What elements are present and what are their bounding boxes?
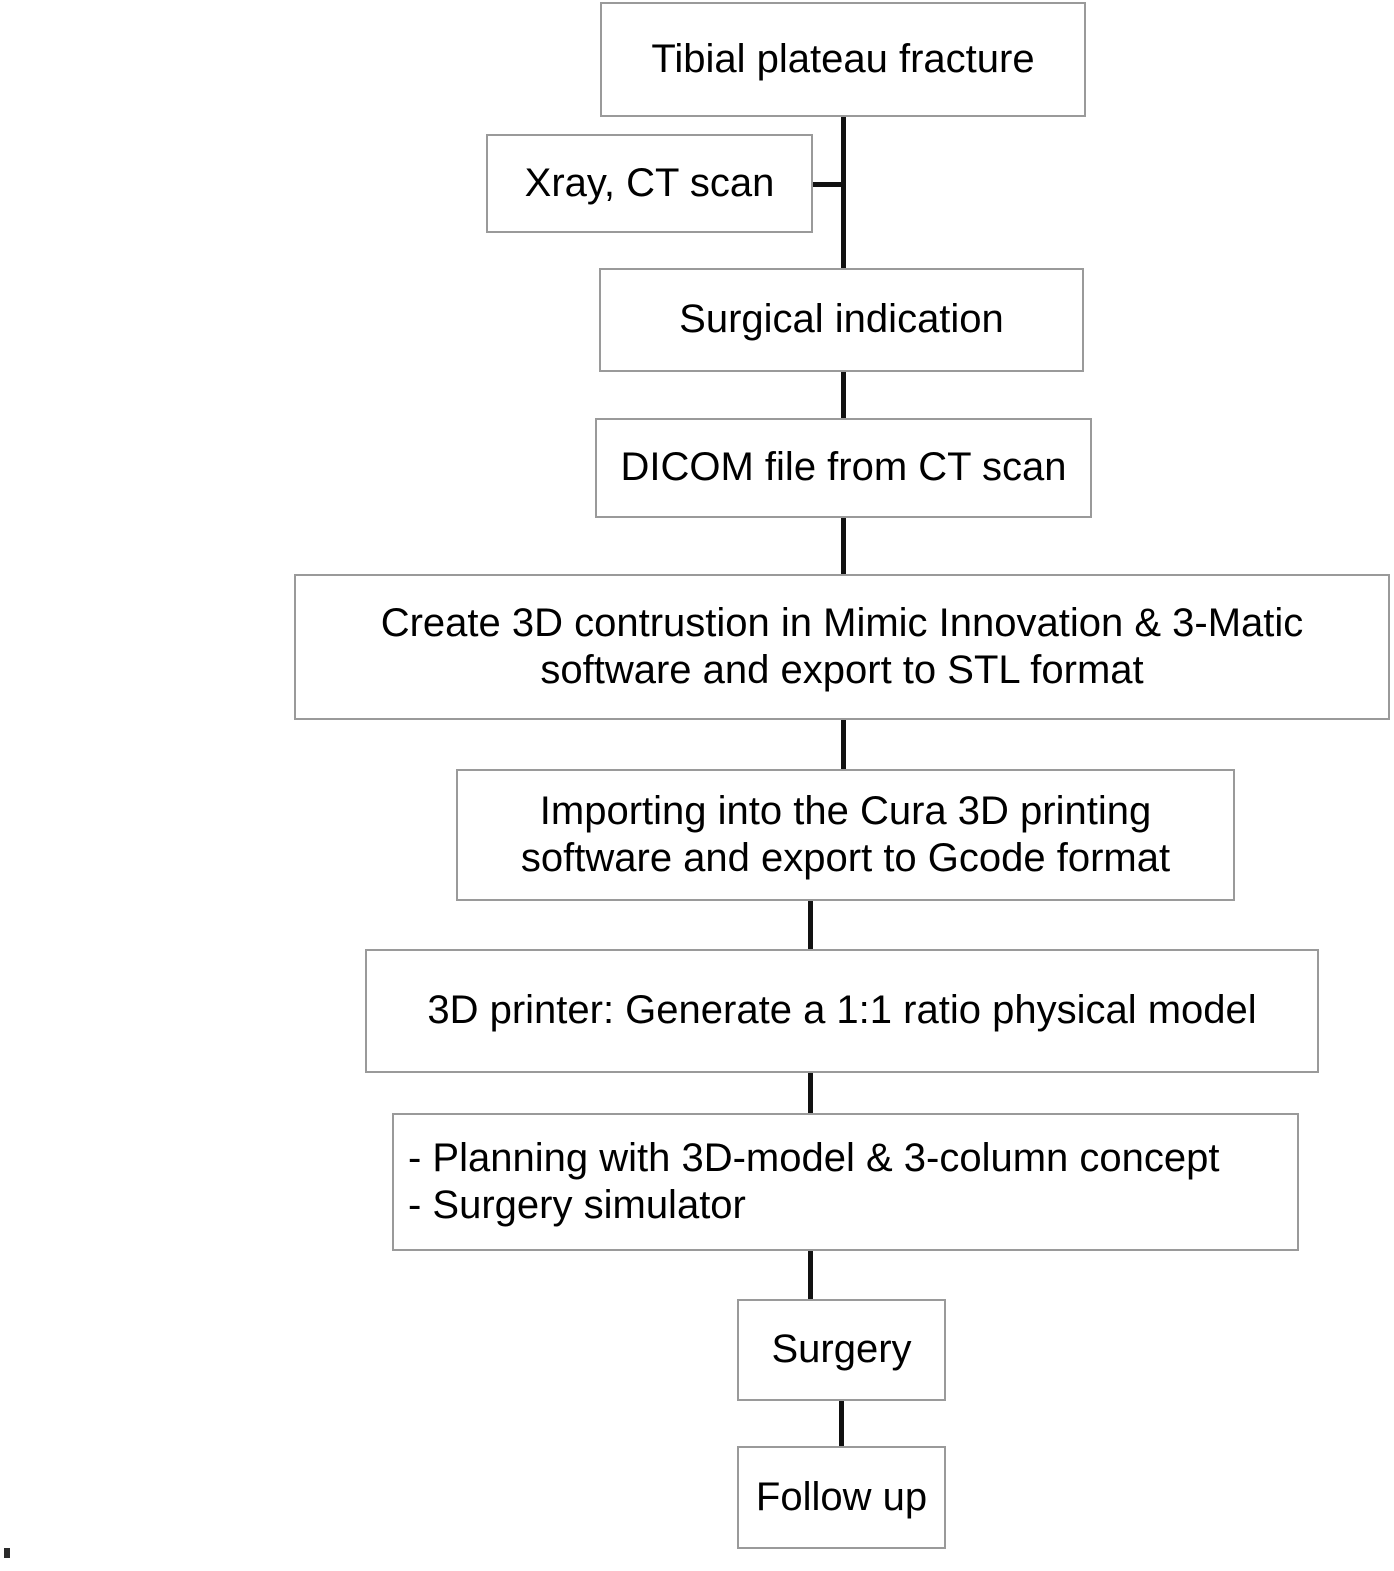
node-surgery: Surgery	[737, 1299, 946, 1401]
node-label: Follow up	[755, 1474, 928, 1519]
node-label: Surgical indication	[679, 297, 1004, 342]
connector-surgery-to-followup	[839, 1400, 844, 1448]
node-label: 3D printer: Generate a 1:1 ratio physica…	[427, 988, 1257, 1033]
connector-indication-to-dicom	[841, 371, 846, 420]
node-label: Surgery	[771, 1327, 912, 1372]
connector-cura-to-printer	[808, 900, 813, 951]
connector-planning-to-surgery	[808, 1250, 813, 1301]
node-follow-up: Follow up	[737, 1446, 946, 1549]
node-label: Importing into the Cura 3D printing soft…	[520, 788, 1171, 880]
connector-tibial-to-indication	[841, 116, 846, 269]
node-create-3d-construction: Create 3D contrustion in Mimic Innovatio…	[294, 574, 1390, 720]
connector-printer-to-planning	[808, 1072, 813, 1115]
node-planning-and-simulation: - Planning with 3D-model & 3-column conc…	[392, 1113, 1299, 1251]
node-3d-printer-physical-model: 3D printer: Generate a 1:1 ratio physica…	[365, 949, 1319, 1073]
node-label: Tibial plateau fracture	[651, 36, 1035, 81]
connector-xray-to-trunk	[811, 182, 844, 187]
node-import-into-cura: Importing into the Cura 3D printing soft…	[456, 769, 1235, 901]
node-tibial-plateau-fracture: Tibial plateau fracture	[600, 2, 1086, 117]
connector-create3d-to-cura	[841, 719, 846, 771]
node-xray-ct-scan: Xray, CT scan	[486, 134, 813, 233]
node-surgical-indication: Surgical indication	[599, 268, 1084, 372]
node-label: Create 3D contrustion in Mimic Innovatio…	[380, 600, 1304, 692]
node-dicom-file-from-ct-scan: DICOM file from CT scan	[595, 418, 1092, 518]
node-label: Xray, CT scan	[524, 160, 775, 205]
connector-dicom-to-create3d	[841, 517, 846, 576]
node-label: - Planning with 3D-model & 3-column conc…	[408, 1135, 1220, 1227]
page-corner-mark	[4, 1548, 10, 1558]
node-label: DICOM file from CT scan	[620, 445, 1067, 490]
